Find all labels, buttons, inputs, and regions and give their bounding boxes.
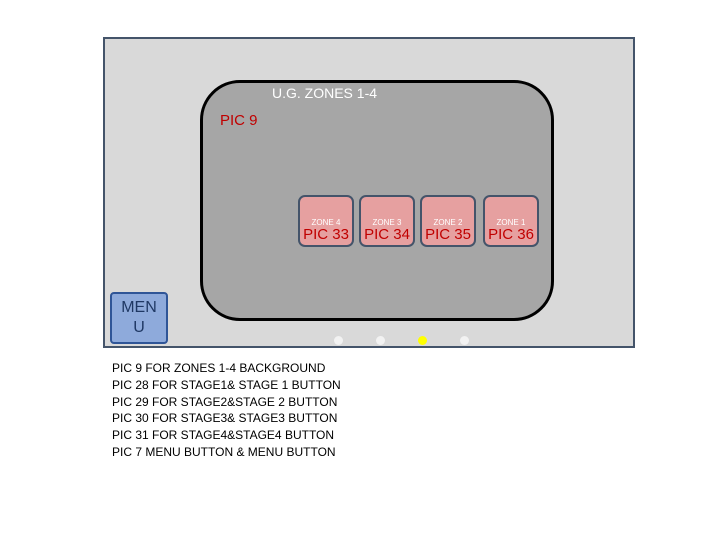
zone-2-button[interactable]: ZONE 2 PIC 35 (420, 195, 476, 247)
zone-1-button[interactable]: ZONE 1 PIC 36 (483, 195, 539, 247)
note-line: PIC 30 FOR STAGE3& STAGE3 BUTTON (112, 411, 338, 426)
zone-3-pic-label: PIC 34 (364, 226, 410, 243)
zone-1-label: ZONE 1 (496, 218, 526, 227)
page-indicator-dot[interactable] (460, 336, 469, 345)
zone-4-button[interactable]: ZONE 4 PIC 33 (298, 195, 354, 247)
note-line: PIC 7 MENU BUTTON & MENU BUTTON (112, 444, 336, 459)
zone-4-pic-label: PIC 33 (303, 226, 349, 243)
page-indicator-dot[interactable] (418, 336, 427, 345)
zone-3-button[interactable]: ZONE 3 PIC 34 (359, 195, 415, 247)
note-line: PIC 9 FOR ZONES 1-4 BACKGROUND (112, 361, 326, 375)
note-line: PIC 31 FOR STAGE4&STAGE4 BUTTON (112, 428, 335, 443)
background-pic-label: PIC 9 (220, 112, 258, 129)
zone-2-pic-label: PIC 35 (425, 226, 471, 243)
note-line: PIC 29 FOR STAGE2&STAGE 2 BUTTON (112, 394, 338, 409)
page-indicator-dot[interactable] (334, 336, 343, 345)
menu-button-label: MENU (121, 299, 157, 336)
zone-1-pic-label: PIC 36 (488, 226, 534, 243)
panel-title: U.G. ZONES 1-4 (272, 85, 378, 101)
page-indicator-dot[interactable] (376, 336, 385, 345)
zone-4-label: ZONE 4 (311, 218, 341, 227)
pic-assignment-notes: PIC 9 FOR ZONES 1-4 BACKGROUND PIC 28 FO… (112, 360, 341, 461)
note-line: PIC 28 FOR STAGE1& STAGE 1 BUTTON (112, 377, 341, 392)
menu-button[interactable]: MENU (110, 292, 168, 344)
zone-3-label: ZONE 3 (372, 218, 402, 227)
zone-2-label: ZONE 2 (433, 218, 463, 227)
